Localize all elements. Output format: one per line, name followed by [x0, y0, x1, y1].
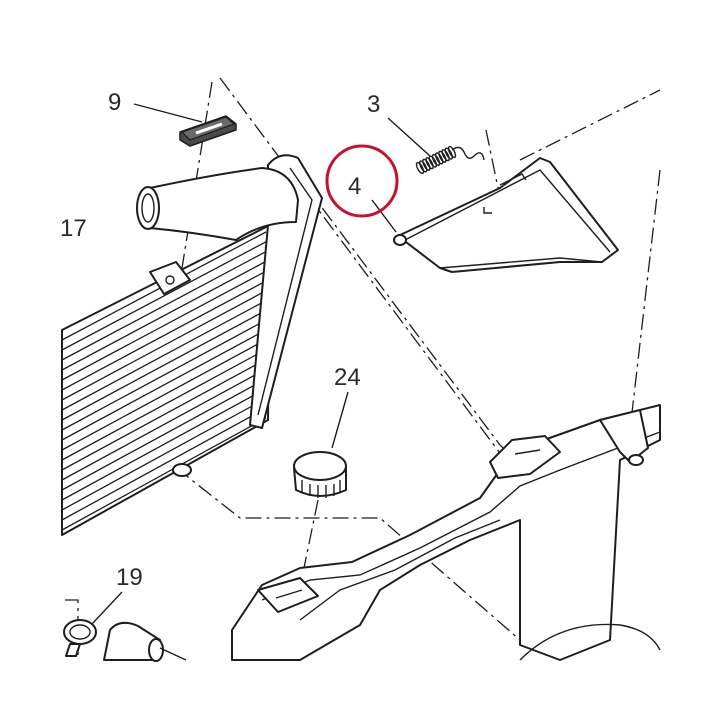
radiator-fin	[61, 299, 267, 411]
lower-mount-boss	[172, 463, 192, 477]
radiator-fin	[61, 270, 267, 381]
radiator-fin	[61, 388, 267, 501]
leader-lines	[91, 103, 431, 625]
radiator-fin	[61, 368, 267, 481]
axis-top-long	[219, 77, 521, 481]
leader-4	[371, 199, 397, 233]
frame-top-bracket-slot	[514, 449, 541, 455]
hose-clamp	[63, 619, 97, 657]
bracket-lower-edge	[439, 257, 603, 269]
bracket-fold	[404, 169, 611, 253]
spring-coil	[425, 157, 434, 170]
leader-9	[133, 103, 203, 123]
callout-4: 4	[348, 173, 361, 200]
spring-coil	[441, 149, 450, 162]
coolant-hose-body	[103, 621, 161, 661]
rubber-pad	[179, 115, 237, 147]
radiator-core	[61, 224, 271, 536]
spring-coil	[415, 161, 425, 175]
spring-coils	[415, 145, 457, 175]
spring-coil	[438, 150, 447, 163]
leader-19	[91, 591, 123, 625]
axis-right-vertical	[629, 169, 661, 431]
bracket-pivot	[393, 234, 407, 246]
cap-knurl	[301, 480, 341, 498]
radiator-fin	[61, 329, 267, 441]
leader-24	[331, 391, 349, 449]
spring-hook	[451, 146, 485, 161]
axis-pad-to-radiator	[181, 81, 213, 269]
deflector-bracket	[393, 157, 619, 273]
callout-highlight-ring	[325, 144, 399, 218]
frame-top-bracket	[489, 435, 561, 479]
spring	[415, 145, 485, 175]
radiator-fins	[61, 231, 267, 531]
frame-inner-line-2	[299, 519, 501, 621]
clamp-ring	[63, 619, 97, 645]
hose-body	[149, 167, 299, 241]
radiator-fin	[61, 280, 267, 391]
spring-coil	[434, 152, 444, 165]
radiator-inlet-hose	[136, 167, 299, 241]
callout-3: 3	[367, 91, 380, 118]
hose-extension	[159, 647, 187, 661]
side-tank-inner-edge	[257, 167, 313, 416]
radiator-fin	[61, 339, 267, 451]
radiator	[61, 154, 323, 536]
axis-bracket-right	[519, 89, 661, 161]
clamp-ring-inner	[69, 624, 91, 640]
hose-opening-inner	[141, 193, 155, 223]
upper-mount-tab	[149, 261, 191, 295]
bracket-plate	[397, 157, 619, 273]
axis-radiator-low	[61, 377, 521, 641]
subframe	[231, 404, 661, 661]
spring-coil	[422, 158, 431, 171]
coolant-hose-end	[148, 638, 164, 662]
bracket-slot	[483, 207, 492, 214]
spring-coil	[418, 160, 428, 173]
radiator-fin	[61, 407, 267, 521]
pad-slot	[195, 122, 223, 135]
radiator-fin	[61, 319, 267, 431]
axis-spring	[485, 129, 499, 189]
spring-coil	[431, 153, 441, 167]
frame-lower-box-slot	[275, 589, 303, 599]
coolant-hose	[103, 621, 187, 662]
spring-coil	[447, 145, 457, 159]
frame-bottom-curve	[519, 623, 661, 661]
leader-3	[387, 117, 431, 157]
radiator-fin	[61, 397, 267, 511]
mount-tab-hole	[165, 275, 175, 285]
spring-coil	[428, 155, 438, 168]
frame-inner-line-1	[261, 431, 661, 601]
radiator-fin	[61, 241, 267, 351]
bracket-notch	[499, 173, 527, 186]
radiator-fin	[61, 348, 267, 461]
radiator-fin	[61, 309, 267, 421]
clamp-tab	[65, 643, 81, 657]
radiator-fin	[61, 290, 267, 401]
callout-24: 24	[334, 364, 361, 391]
radiator-fin	[61, 251, 267, 361]
spring-coil	[444, 147, 454, 160]
radiator-fin	[61, 260, 267, 371]
axis-clamp	[65, 599, 79, 655]
radiator-fin	[61, 417, 267, 531]
filler-cap	[293, 451, 347, 498]
radiator-fin	[61, 358, 267, 471]
frame-side-hole	[628, 454, 644, 466]
hose-opening	[136, 186, 160, 230]
cap-top	[293, 451, 347, 481]
radiator-fin	[61, 378, 267, 491]
callout-labels: 9 3 4 17 24 19	[60, 89, 380, 591]
callout-19: 19	[116, 564, 143, 591]
callout-17: 17	[60, 215, 87, 242]
callout-9: 9	[108, 89, 121, 116]
frame-main-rail	[231, 404, 661, 661]
